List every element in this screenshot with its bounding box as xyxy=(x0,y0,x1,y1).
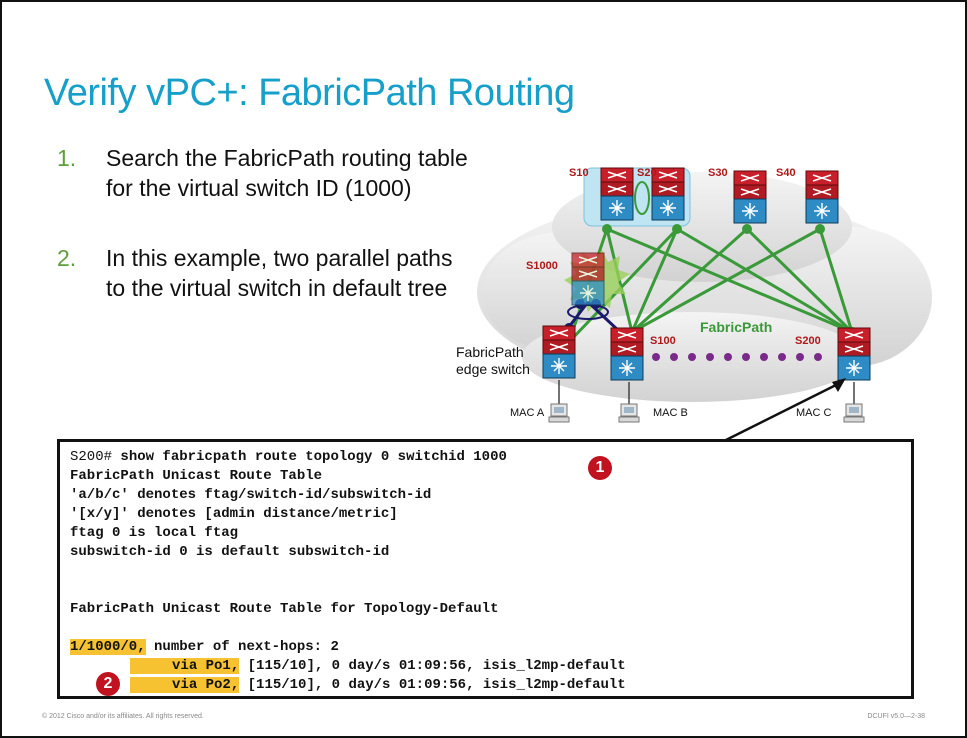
peer-link-ring xyxy=(634,181,650,215)
bullet-2-number: 2. xyxy=(57,245,77,271)
switch-icon-s100 xyxy=(610,327,644,381)
via-po2-highlight: via Po2, xyxy=(130,677,240,693)
callout-badge-2: 2 xyxy=(96,672,120,696)
host-icon-mac-b xyxy=(618,403,640,423)
fabricpath-label: FabricPath xyxy=(700,319,772,335)
via-po2-detail: [115/10], 0 day/s 01:09:56, isis_l2mp-de… xyxy=(239,677,626,693)
label-s100: S100 xyxy=(650,335,676,347)
label-s200: S200 xyxy=(795,335,821,347)
cli-prompt: S200# xyxy=(70,449,113,465)
host-icon-mac-c xyxy=(843,403,865,423)
cli-line-2: 'a/b/c' denotes ftag/switch-id/subswitch… xyxy=(70,487,432,503)
via-po1: via Po1, xyxy=(172,658,240,674)
cli-line-4: ftag 0 is local ftag xyxy=(70,525,239,541)
via-po1-detail: [115/10], 0 day/s 01:09:56, isis_l2mp-de… xyxy=(239,658,626,674)
via-po1-highlight: via Po1, xyxy=(130,658,240,674)
switch-icon-s40 xyxy=(805,170,839,224)
cli-line-1: FabricPath Unicast Route Table xyxy=(70,468,323,484)
fabric-links xyxy=(567,227,854,344)
virtual-switch-icon-s1000 xyxy=(571,252,605,306)
footer-copyright: © 2012 Cisco and/or its affiliates. All … xyxy=(42,713,204,720)
switch-icon-s200 xyxy=(837,327,871,381)
cli-via-line-2: via Po2, [115/10], 0 day/s 01:09:56, isi… xyxy=(130,676,626,694)
cli-via-line-1: via Po1, [115/10], 0 day/s 01:09:56, isi… xyxy=(130,657,626,675)
cli-command-line: S200# show fabricpath route topology 0 s… xyxy=(70,448,507,466)
slide-title: Verify vPC+: FabricPath Routing xyxy=(44,72,575,114)
host-icon-mac-a xyxy=(548,403,570,423)
edge-switch-label-line1: FabricPath xyxy=(456,344,524,360)
cli-line-3: '[x/y]' denotes [admin distance/metric] xyxy=(70,506,398,522)
cli-line-5: subswitch-id 0 is default subswitch-id xyxy=(70,544,390,560)
label-s30: S30 xyxy=(708,167,728,179)
bullet-1-text: Search the FabricPath routing table for … xyxy=(106,145,468,201)
switch-icon-s10 xyxy=(600,167,634,221)
cli-line-6: FabricPath Unicast Route Table for Topol… xyxy=(70,601,499,617)
callout-arrowhead xyxy=(832,378,846,392)
callout-arrow xyxy=(721,380,843,444)
cli-output-box: S200# show fabricpath route topology 0 s… xyxy=(57,439,914,699)
vpc-plus-dotted-link xyxy=(652,353,822,361)
via-po2: via Po2, xyxy=(172,677,240,693)
footer-slide-number: DCUFI v5.0—2-38 xyxy=(867,713,925,720)
edge-switch-label-line2: edge switch xyxy=(456,361,530,377)
cli-route-line: 1/1000/0, number of next-hops: 2 xyxy=(60,638,339,656)
callout-badge-1: 1 xyxy=(588,456,612,480)
route-prefix-highlight: 1/1000/0, xyxy=(70,639,146,655)
label-s1000: S1000 xyxy=(526,260,558,272)
label-mac-b: MAC B xyxy=(653,407,688,419)
cli-command: show fabricpath route topology 0 switchi… xyxy=(112,449,507,465)
switch-icon-edge-a xyxy=(542,325,576,379)
route-nexthops: number of next-hops: 2 xyxy=(145,639,339,655)
switch-icon-s30 xyxy=(733,170,767,224)
label-s10: S10 xyxy=(569,167,589,179)
label-mac-c: MAC C xyxy=(796,407,832,419)
switch-icon-s20 xyxy=(651,167,685,221)
label-mac-a: MAC A xyxy=(510,407,545,419)
bullet-2-text: In this example, two parallel paths to t… xyxy=(106,245,453,301)
label-s20: S20 xyxy=(637,167,657,179)
bullet-1-number: 1. xyxy=(57,145,77,171)
fabricpath-topology-diagram: S10 S20 S30 S40 S1000 S100 S200 FabricPa… xyxy=(456,167,932,444)
host-links xyxy=(558,380,855,404)
label-s40: S40 xyxy=(776,167,796,179)
